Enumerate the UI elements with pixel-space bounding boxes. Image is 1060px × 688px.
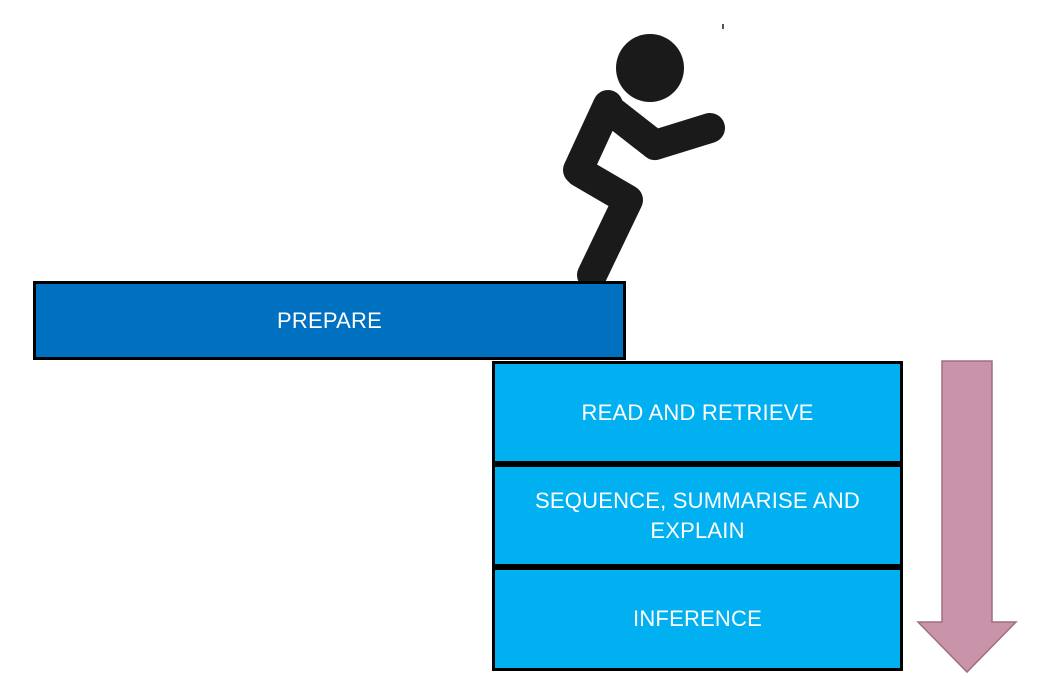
stick-figure-body [563,90,725,285]
step-read-and-retrieve: READ AND RETRIEVE [492,361,903,464]
step-prepare-label: PREPARE [277,307,382,333]
step-prepare: PREPARE [33,281,626,360]
step-read-and-retrieve-label: READ AND RETRIEVE [581,399,814,425]
step-inference-label: INFERENCE [633,606,762,632]
down-arrow-icon [916,360,1018,674]
stick-figure-jumping-icon [563,24,725,285]
down-arrow-shape [916,360,1018,674]
stick-figure-head [616,34,684,102]
step-inference: INFERENCE [492,567,903,671]
step-sequence-summarise-explain: SEQUENCE, SUMMARISE AND EXPLAIN [492,464,903,567]
step-sequence-summarise-explain-label: SEQUENCE, SUMMARISE AND EXPLAIN [535,487,860,543]
